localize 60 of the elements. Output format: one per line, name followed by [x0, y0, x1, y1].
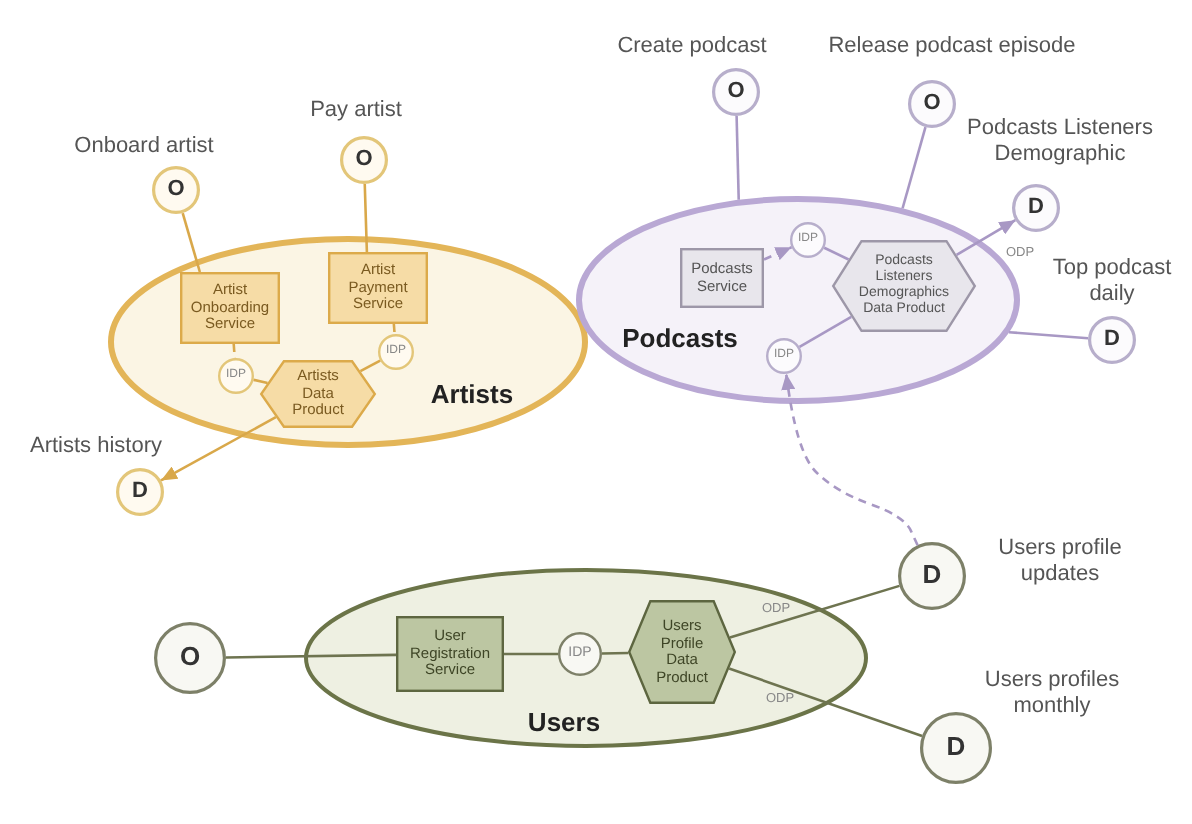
circle-node [712, 68, 760, 116]
node-caption: Create podcast [617, 34, 767, 61]
data-product-hexagon [832, 240, 976, 332]
service-box [328, 252, 428, 324]
domain-ellipse [304, 568, 868, 748]
node-letter: O [727, 79, 745, 105]
node-letter: D [1028, 195, 1044, 221]
node-caption: Top podcast daily [1050, 256, 1174, 309]
node-letter: D [922, 561, 942, 591]
domain-title: Artists [430, 381, 514, 411]
dashed-arrow [763, 246, 793, 261]
node-letter: O [355, 147, 373, 173]
node-caption: Pay artist [310, 98, 402, 125]
dashed-arrow [781, 373, 919, 546]
dashed-connector-line [392, 323, 396, 335]
node-letter: D [1104, 327, 1120, 353]
circle-node [1012, 184, 1060, 232]
node-letter: D [132, 479, 148, 505]
connector-line [901, 126, 927, 209]
service-box [180, 272, 280, 344]
circle-node [116, 468, 164, 516]
node-caption: Users profile updates [996, 536, 1124, 589]
node-letter: O [179, 643, 201, 673]
circle-node [920, 712, 992, 784]
arrow [160, 416, 277, 482]
node-caption: Podcasts Listeners Demographic [965, 116, 1155, 169]
connector-line [798, 315, 852, 349]
data-product-hexagon [628, 600, 736, 704]
circle-node [908, 80, 956, 128]
circle-node [152, 166, 200, 214]
node-caption: Release podcast episode [828, 34, 1076, 61]
data-product-hexagon [260, 360, 376, 428]
connector-line [1009, 330, 1089, 340]
circle-node [1088, 316, 1136, 364]
domain-title: Podcasts [622, 325, 738, 355]
connector-line [601, 651, 629, 655]
node-letter: O [923, 91, 941, 117]
connector-line [735, 115, 740, 200]
connector-line [728, 667, 923, 738]
domain-title: Users [527, 709, 601, 739]
circle-node [340, 136, 388, 184]
node-caption: Users profiles monthly [982, 668, 1122, 721]
circle-node [154, 622, 226, 694]
connector-line [729, 584, 900, 639]
connector-line [225, 653, 397, 659]
node-letter: O [167, 177, 185, 203]
connector-line [363, 183, 369, 253]
connector-line [823, 246, 850, 261]
input-port-circle [558, 632, 602, 676]
node-caption: Onboard artist [74, 134, 214, 161]
connector-line [181, 212, 202, 273]
service-box [396, 616, 504, 692]
connector-line [504, 652, 558, 656]
node-caption: Artists history [30, 434, 162, 461]
connector-line [253, 378, 268, 385]
service-box [680, 248, 764, 308]
connector-line [359, 359, 381, 373]
arrow [955, 219, 1016, 257]
circle-node [898, 542, 966, 610]
node-letter: D [946, 733, 966, 763]
